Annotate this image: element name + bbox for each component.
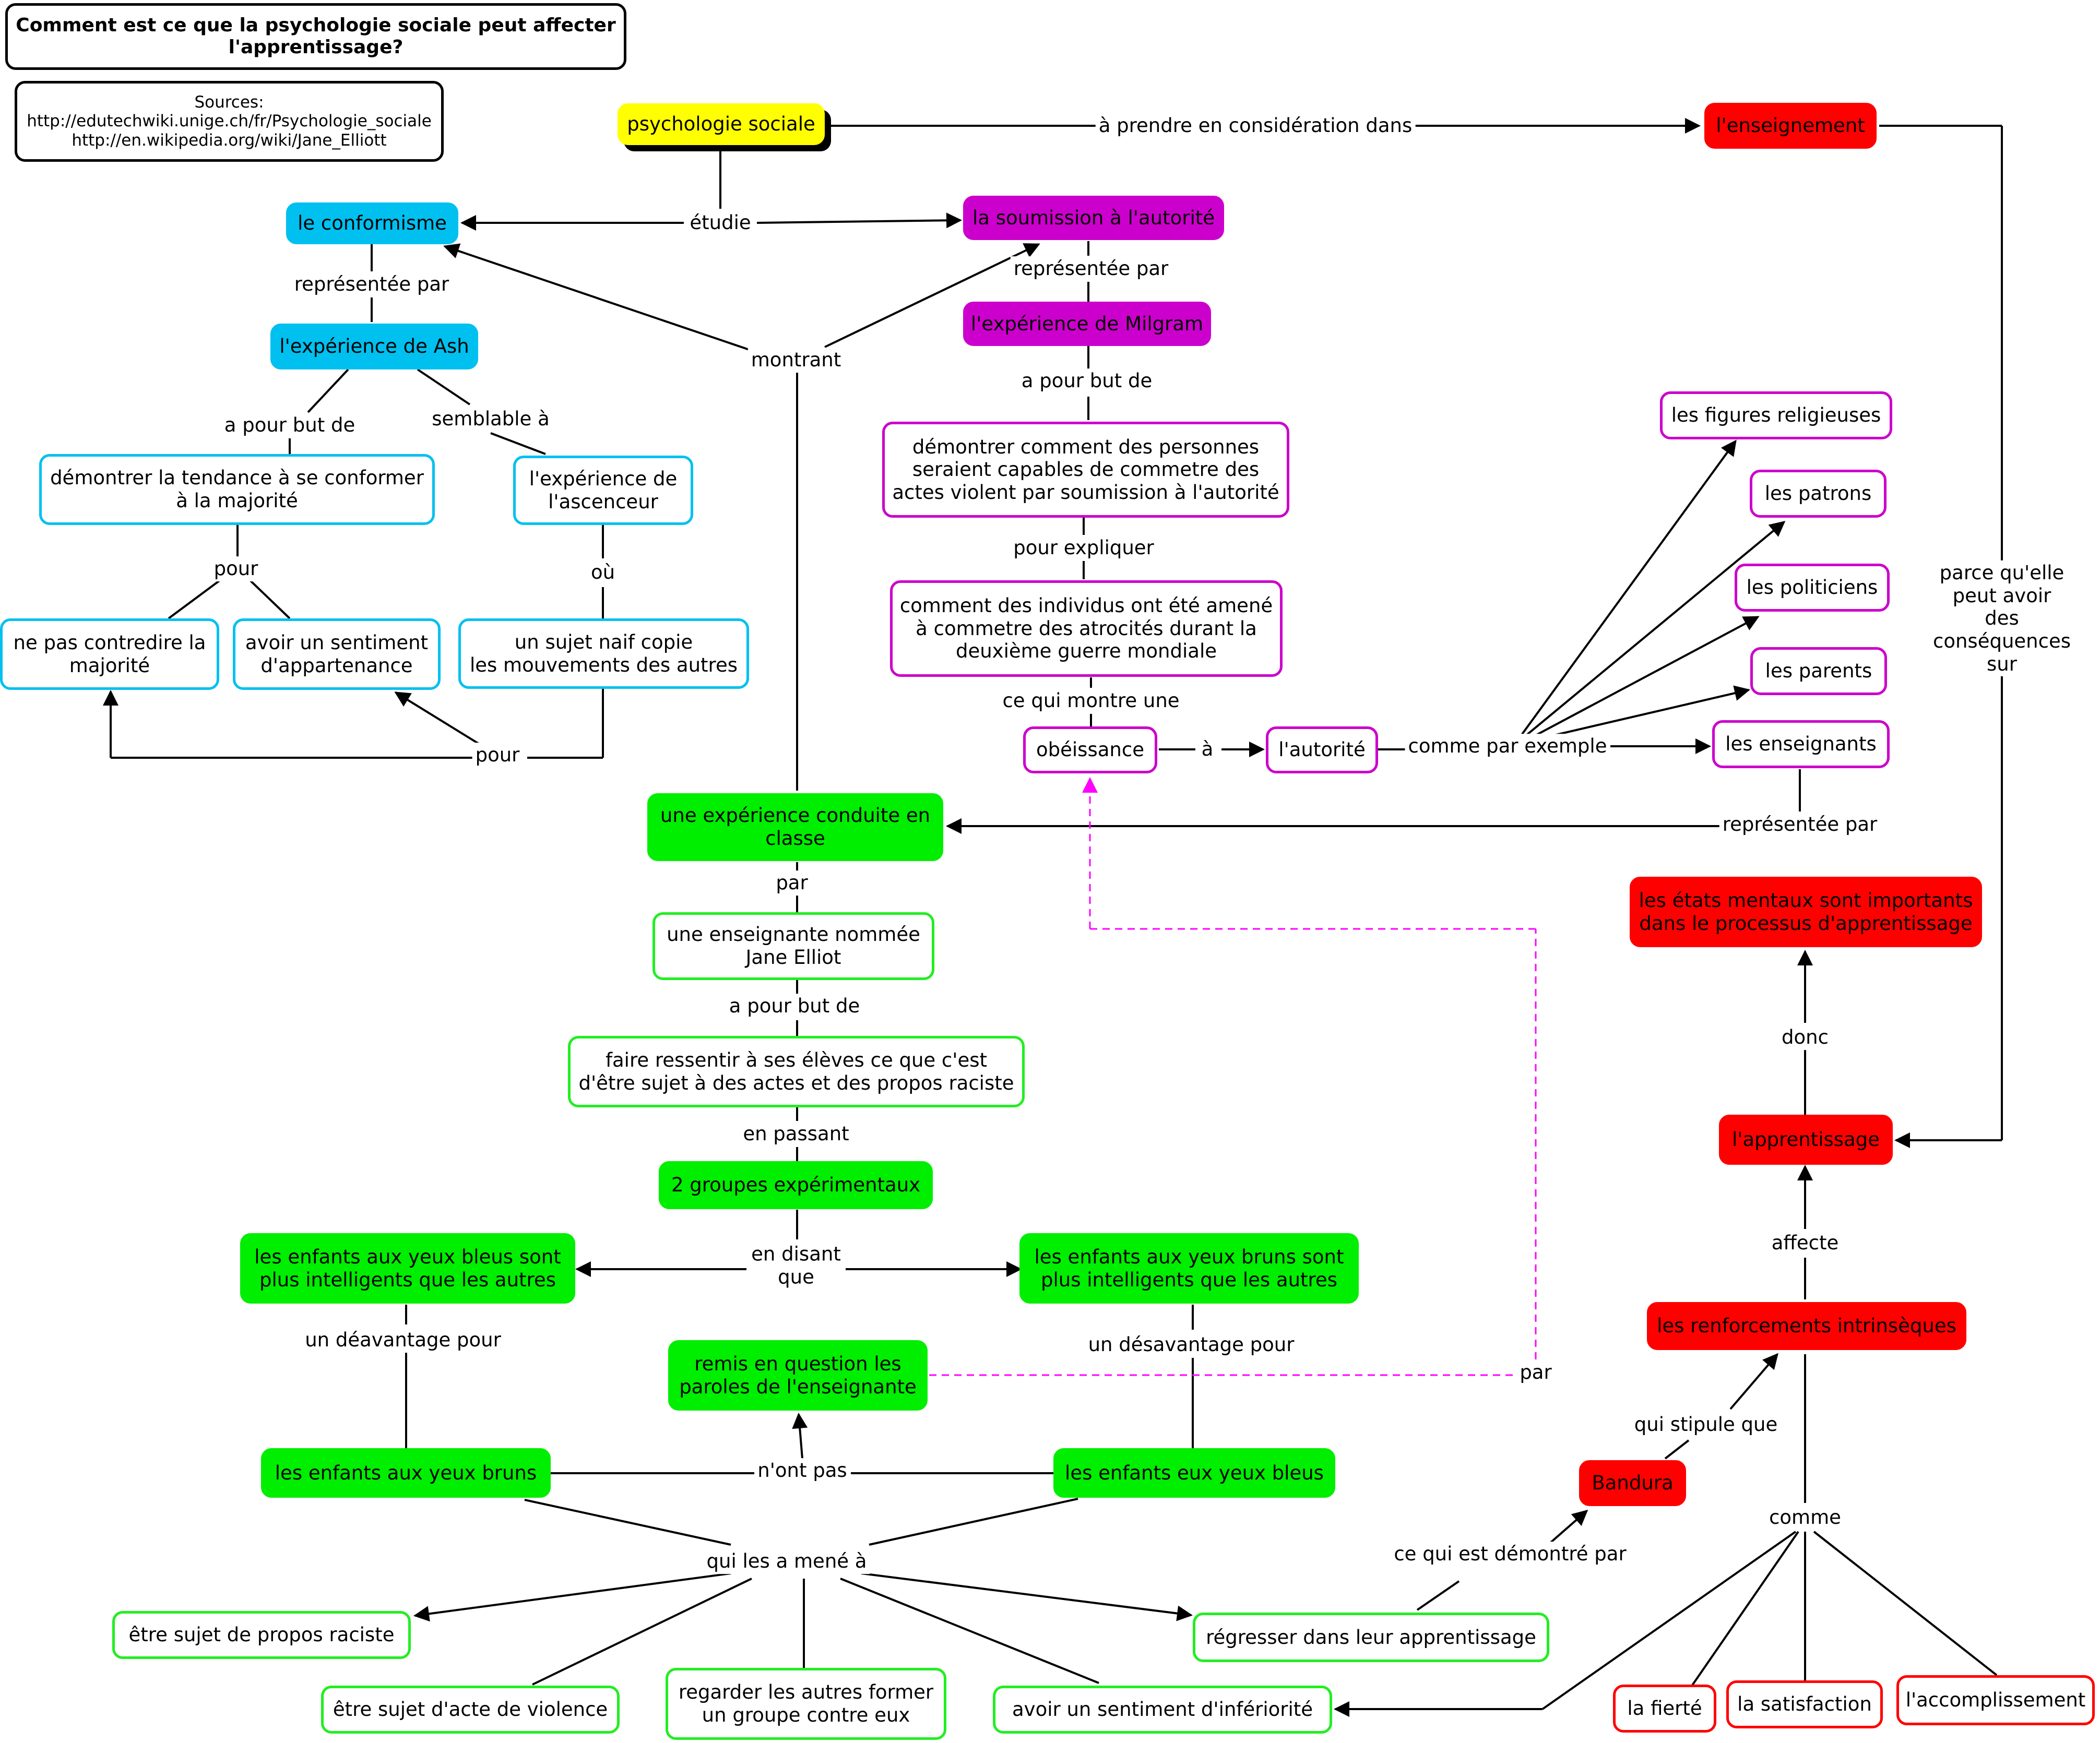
node-ascenseur[interactable]: l'expérience de l'ascenceur	[513, 456, 693, 525]
link-ou: où	[587, 560, 619, 585]
node-inferiorite[interactable]: avoir un sentiment d'infériorité	[993, 1686, 1332, 1734]
node-renforcements[interactable]: les renforcements intrinsèques	[1647, 1302, 1966, 1350]
link-pour-1: pour	[210, 556, 262, 581]
link-stipule: qui stipule que	[1631, 1412, 1781, 1437]
link-a-prendre: à prendre en considération dans	[1095, 113, 1416, 138]
node-enseignants[interactable]: les enseignants	[1712, 720, 1890, 768]
node-apprentissage[interactable]: l'apprentissage	[1719, 1115, 1893, 1165]
link-en-disant: en disant que	[748, 1241, 844, 1290]
node-jane-elliot[interactable]: une enseignante nommée Jane Elliot	[652, 912, 934, 980]
node-etats-mentaux[interactable]: les états mentaux sont importants dans l…	[1630, 877, 1982, 947]
link-comme: comme	[1766, 1505, 1844, 1530]
node-conformisme[interactable]: le conformisme	[286, 202, 458, 244]
link-but-milgram: a pour but de	[1018, 368, 1156, 393]
node-figures-religieuses[interactable]: les figures religieuses	[1660, 391, 1892, 439]
node-regresser[interactable]: régresser dans leur apprentissage	[1193, 1613, 1549, 1662]
node-experience-classe[interactable]: une expérience conduite en classe	[647, 793, 943, 861]
node-ressentir[interactable]: faire ressentir à ses élèves ce que c'es…	[568, 1036, 1025, 1107]
link-mene-a: qui les a mené à	[703, 1549, 870, 1574]
link-represente-ash: représentée par	[291, 272, 453, 297]
node-patrons[interactable]: les patrons	[1750, 470, 1887, 518]
node-yeux-bruns-intel[interactable]: les enfants aux yeux bruns sont plus int…	[1019, 1233, 1359, 1304]
node-satisfaction[interactable]: la satisfaction	[1726, 1680, 1883, 1728]
node-soumission[interactable]: la soumission à l'autorité	[963, 196, 1224, 240]
node-parents[interactable]: les parents	[1750, 647, 1887, 695]
link-montrant: montrant	[748, 348, 845, 373]
link-but-ash: a pour but de	[221, 413, 359, 438]
link-donc: donc	[1778, 1025, 1832, 1050]
node-acte-violence[interactable]: être sujet d'acte de violence	[321, 1686, 620, 1734]
link-par-1: par	[773, 870, 811, 896]
link-semblable: semblable à	[429, 407, 553, 432]
node-yeux-bleus-intel[interactable]: les enfants aux yeux bleus sont plus int…	[240, 1233, 575, 1304]
node-experience-ash[interactable]: l'expérience de Ash	[270, 324, 478, 369]
link-etudie: étudie	[686, 210, 754, 235]
link-pour-2: pour	[472, 743, 523, 768]
link-parce-que: parce qu'elle peut avoir des conséquence…	[1929, 560, 2074, 677]
link-nont-pas: n'ont pas	[754, 1458, 850, 1483]
sources-box: Sources: http://edutechwiki.unige.ch/fr/…	[15, 81, 444, 162]
link-but-jane: a pour but de	[726, 994, 863, 1019]
link-demontre-par: ce qui est démontré par	[1391, 1542, 1630, 1567]
link-affecte: affecte	[1768, 1231, 1842, 1256]
node-accomplissement[interactable]: l'accomplissement	[1896, 1675, 2095, 1725]
link-pour-expliquer: pour expliquer	[1010, 535, 1157, 560]
node-enfants-bleus[interactable]: les enfants eux yeux bleus	[1053, 1448, 1335, 1498]
node-enseignement[interactable]: l'enseignement	[1704, 103, 1877, 149]
node-fierte[interactable]: la fierté	[1613, 1685, 1716, 1733]
node-obeissance[interactable]: obéissance	[1023, 726, 1157, 773]
node-demontrer-milgram[interactable]: démontrer comment des personnes seraient…	[882, 422, 1289, 518]
node-autorite[interactable]: l'autorité	[1266, 726, 1378, 773]
link-represente-classe: représentée par	[1719, 812, 1881, 837]
node-contredire[interactable]: ne pas contredire la majorité	[0, 618, 219, 690]
node-propos-raciste[interactable]: être sujet de propos raciste	[112, 1611, 411, 1659]
link-ce-qui-montre: ce qui montre une	[999, 688, 1183, 713]
node-atrocites[interactable]: comment des individus ont été amené à co…	[890, 580, 1283, 677]
node-politiciens[interactable]: les politiciens	[1735, 564, 1890, 612]
node-remis-question[interactable]: remis en question les paroles de l'ensei…	[668, 1340, 928, 1411]
link-desavantage-bruns: un désavantage pour	[1085, 1332, 1298, 1357]
link-represente-milgram: représentée par	[1010, 256, 1172, 281]
node-enfants-bruns[interactable]: les enfants aux yeux bruns	[261, 1448, 551, 1498]
link-desavantage-bleus: un déavantage pour	[302, 1328, 504, 1353]
link-a: à	[1198, 737, 1217, 762]
node-psychologie-sociale[interactable]: psychologie sociale	[618, 103, 825, 145]
node-groupe-contre[interactable]: regarder les autres former un groupe con…	[666, 1668, 946, 1740]
node-experience-milgram[interactable]: l'expérience de Milgram	[963, 302, 1211, 346]
node-sujet-naif[interactable]: un sujet naif copie les mouvements des a…	[458, 618, 749, 689]
node-bandura[interactable]: Bandura	[1579, 1460, 1686, 1506]
map-title: Comment est ce que la psychologie social…	[5, 3, 626, 70]
link-en-passant: en passant	[740, 1121, 852, 1147]
link-par-2: par	[1516, 1360, 1555, 1385]
node-tendance[interactable]: démontrer la tendance à se conformer à l…	[39, 454, 435, 525]
node-deux-groupes[interactable]: 2 groupes expérimentaux	[659, 1161, 933, 1209]
node-appartenance[interactable]: avoir un sentiment d'appartenance	[233, 618, 441, 690]
link-comme-exemple: comme par exemple	[1405, 734, 1610, 759]
